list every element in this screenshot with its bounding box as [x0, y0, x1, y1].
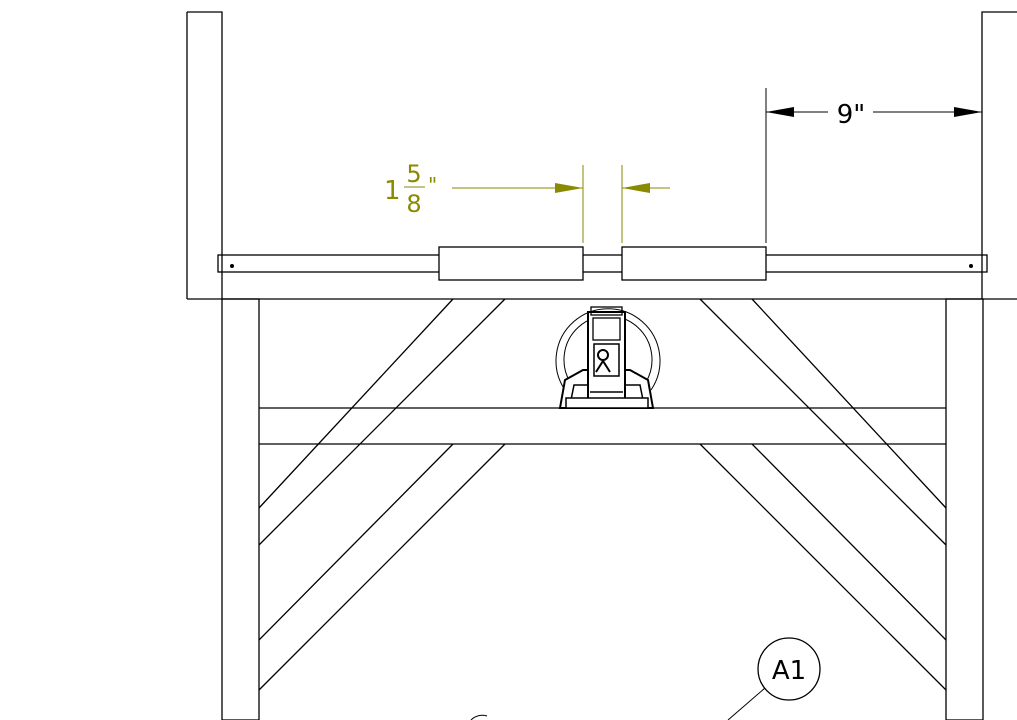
dimension-overall: 9"	[765, 88, 982, 243]
leader-line	[727, 687, 766, 720]
cross-member	[259, 407, 946, 445]
rod-end-dot-left	[230, 264, 234, 268]
balloon-callout: A1	[470, 637, 821, 720]
dimension-whole-number: 1	[384, 176, 401, 206]
right-lower-leg	[945, 298, 984, 720]
upper-frame	[186, 11, 1017, 300]
dimension-gap: 1 5 8 "	[384, 160, 670, 243]
balloon-label: A1	[772, 656, 806, 686]
horizontal-rod	[217, 254, 988, 273]
left-lower-leg	[221, 298, 260, 720]
dimension-9-inch-label: 9"	[837, 100, 866, 130]
dimension-unit: "	[428, 173, 437, 197]
rod-block-left	[438, 246, 584, 281]
rod-assembly	[217, 246, 988, 281]
diagonal-braces	[258, 298, 947, 691]
right-upper-post	[981, 11, 1017, 299]
arrowhead-gap-left	[555, 183, 583, 193]
left-upper-post	[187, 11, 223, 299]
motor-assembly	[555, 306, 661, 409]
arrowhead-left	[766, 107, 794, 117]
dimension-denominator: 8	[406, 190, 421, 218]
rod-end-dot-right	[969, 264, 973, 268]
leader-target-arc	[470, 714, 488, 720]
rod-block-right	[621, 246, 767, 281]
arrowhead-right	[954, 107, 982, 117]
lower-legs	[221, 298, 984, 720]
balloon-circle	[757, 637, 821, 701]
arrowhead-gap-right	[622, 183, 650, 193]
dimension-numerator: 5	[406, 160, 421, 188]
